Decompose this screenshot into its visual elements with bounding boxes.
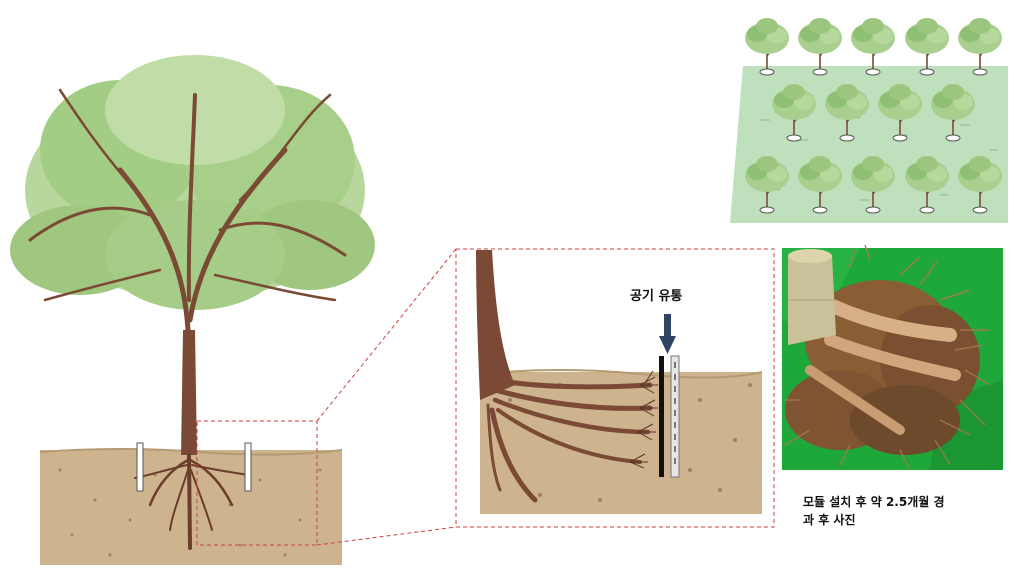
zoom-soil <box>480 372 762 514</box>
zoomed-root-section <box>455 248 775 528</box>
root-photo <box>782 244 1003 471</box>
tree-roots <box>134 453 249 550</box>
soil-speckles <box>58 468 322 557</box>
zoom-module-black <box>659 356 664 477</box>
module-pipes <box>136 442 252 492</box>
zoom-fine-roots <box>629 370 658 469</box>
zoom-module-perforated <box>670 355 680 478</box>
zoom-module-holes <box>674 362 676 464</box>
photo-caption: 모듈 설치 후 약 2.5개월 경 과 후 사진 <box>803 493 993 529</box>
tree-crown <box>10 55 375 310</box>
tree-branches <box>28 88 347 333</box>
tree-trunk <box>181 330 197 455</box>
zoom-soil-speckles <box>508 383 752 502</box>
photo-caption-line2: 과 후 사진 <box>803 513 856 527</box>
air-flow-label: 공기 유통 <box>630 289 683 304</box>
zoom-source-box <box>196 420 318 546</box>
zoom-connector-lines <box>316 248 457 546</box>
orchard-field <box>730 66 1008 223</box>
zoom-trunk <box>476 250 515 400</box>
zoom-roots <box>486 377 653 503</box>
photo-caption-line1: 모듈 설치 후 약 2.5개월 경 <box>803 495 945 509</box>
orchard-illustration <box>730 17 1008 223</box>
photo-stump <box>788 249 836 345</box>
main-tree-illustration <box>10 55 375 565</box>
air-flow-arrow <box>659 314 676 354</box>
